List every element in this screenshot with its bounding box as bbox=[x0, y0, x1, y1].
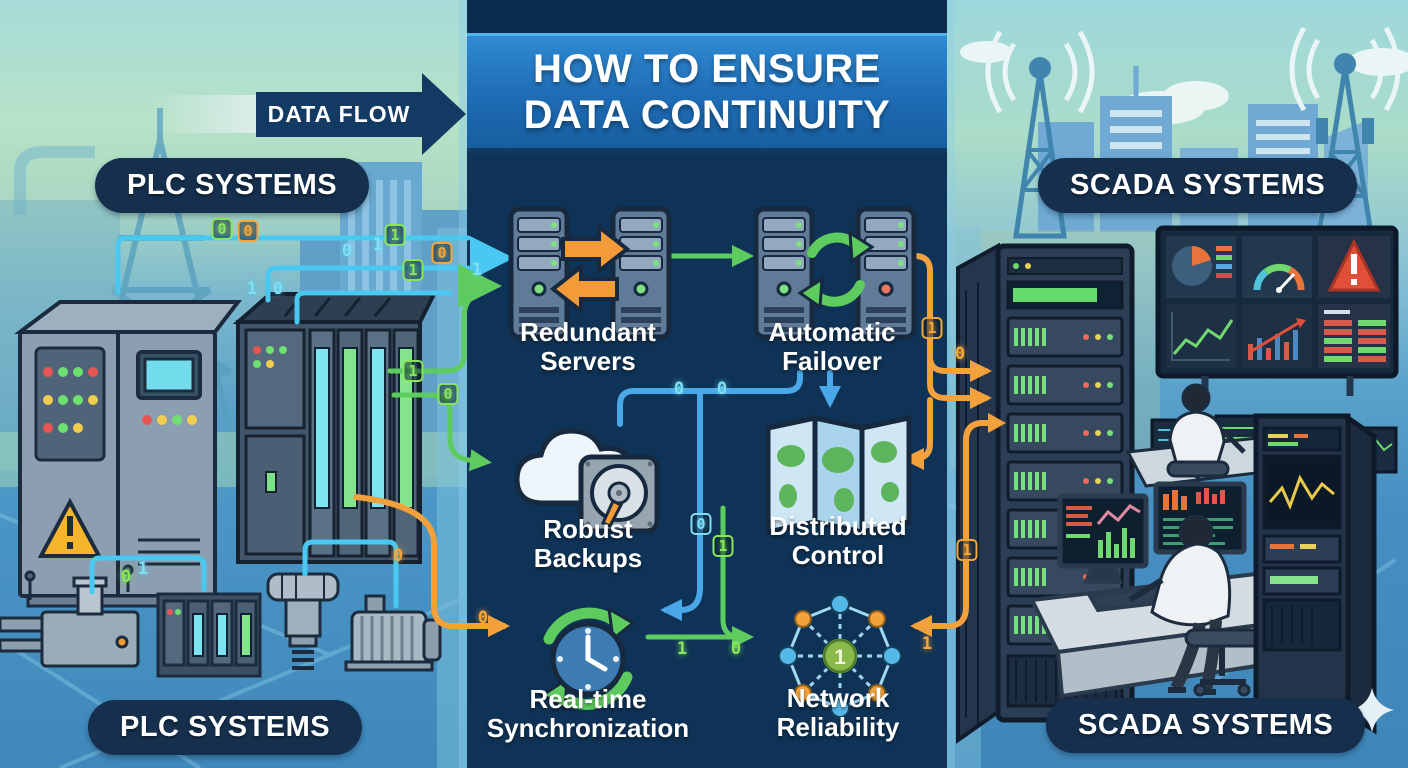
automatic-failover-icon bbox=[750, 203, 920, 353]
region-label-scada-bottom: SCADA SYSTEMS bbox=[1046, 698, 1366, 753]
pie-chart-tile bbox=[1166, 236, 1236, 298]
binary-digit: 0 bbox=[237, 220, 259, 242]
motor-device bbox=[344, 594, 442, 672]
network-center-digit: 1 bbox=[834, 646, 846, 669]
data-flow-label: DATA FLOW bbox=[267, 101, 411, 127]
binary-digit: 0 bbox=[716, 379, 728, 399]
title-banner: HOW TO ENSURE DATA CONTINUITY bbox=[467, 33, 947, 153]
mini-plc-device bbox=[156, 592, 262, 678]
binary-digit: 0 bbox=[392, 546, 404, 566]
binary-digit: 0 bbox=[673, 379, 685, 399]
alert-tile bbox=[1318, 236, 1390, 298]
binary-digit: 1 bbox=[384, 224, 406, 246]
binary-digit: 0 bbox=[120, 567, 132, 587]
binary-digit: 0 bbox=[431, 242, 453, 264]
binary-digit: 1 bbox=[921, 634, 933, 654]
binary-digit: 1 bbox=[676, 639, 688, 659]
sparkle-icon bbox=[1350, 688, 1394, 732]
binary-digit: 1 bbox=[246, 279, 258, 299]
binary-digit: 0 bbox=[437, 383, 459, 405]
binary-digit: 1 bbox=[137, 559, 149, 579]
distributed-control-icon bbox=[765, 414, 912, 536]
page-title-line1: HOW TO ENSURE bbox=[532, 47, 881, 91]
dashboard-screen bbox=[1155, 225, 1399, 396]
binary-digit: 0 bbox=[272, 279, 284, 299]
redundant-servers-icon bbox=[505, 203, 675, 353]
secondary-rack bbox=[1253, 413, 1377, 735]
alarm-list-tile bbox=[1318, 304, 1390, 368]
line-chart-tile bbox=[1166, 304, 1236, 368]
data-flow-trail bbox=[150, 95, 268, 133]
warning-triangle-icon bbox=[37, 497, 103, 558]
bar-chart-tile bbox=[1242, 304, 1312, 368]
binary-digit: 1 bbox=[712, 535, 734, 557]
network-reliability-icon: 1 bbox=[778, 594, 902, 718]
binary-digit: 0 bbox=[690, 513, 712, 535]
control-cabinet bbox=[14, 300, 243, 608]
operator-figure bbox=[1128, 514, 1262, 697]
binary-digit: 0 bbox=[730, 639, 742, 659]
binary-digit: 0 bbox=[954, 344, 966, 364]
page-title-line2: DATA CONTINUITY bbox=[523, 93, 891, 137]
binary-digit: 0 bbox=[211, 218, 233, 240]
region-label-plc-top: PLC SYSTEMS bbox=[95, 158, 370, 213]
gauge-tile bbox=[1242, 236, 1312, 298]
binary-digit: 1 bbox=[956, 539, 978, 561]
binary-digit: 1 bbox=[402, 360, 424, 382]
binary-digit: 1 bbox=[402, 259, 424, 281]
column-top-band bbox=[467, 0, 947, 33]
operator-figure bbox=[1125, 383, 1285, 507]
region-label-plc-bottom: PLC SYSTEMS bbox=[88, 700, 363, 755]
realtime-sync-icon bbox=[540, 606, 636, 712]
binary-digit: 0 bbox=[477, 608, 489, 628]
binary-digit: 1 bbox=[921, 317, 943, 339]
region-label-scada-top: SCADA SYSTEMS bbox=[1038, 158, 1358, 213]
binary-digit: 0 bbox=[341, 241, 353, 261]
data-flow-arrow: DATA FLOW bbox=[256, 73, 466, 155]
plc-rack bbox=[232, 292, 438, 564]
binary-digit: 1 bbox=[372, 235, 384, 255]
binary-digit: 1 bbox=[471, 260, 483, 280]
robust-backups-icon bbox=[514, 428, 660, 534]
